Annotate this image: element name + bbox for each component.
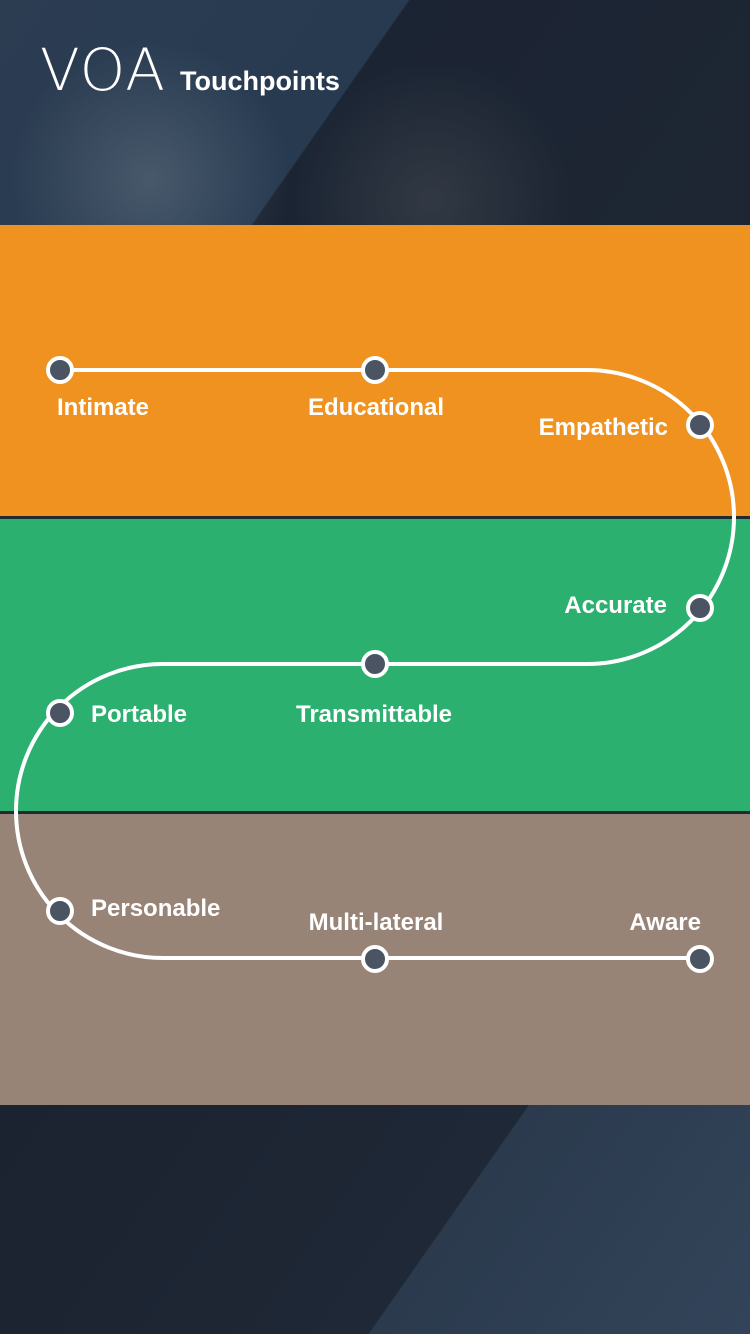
touchpoint-node-portable xyxy=(46,699,74,727)
label-multi-lateral: Multi-lateral xyxy=(308,909,444,936)
label-personable: Personable xyxy=(91,895,221,922)
divider xyxy=(0,516,750,519)
touchpoint-node-multi-lateral xyxy=(361,945,389,973)
touchpoint-node-aware xyxy=(686,945,714,973)
page-title: VOA Touchpoints xyxy=(40,36,340,104)
title-text: Touchpoints xyxy=(179,66,340,96)
brand-logo: VOA xyxy=(40,36,166,104)
touchpoint-node-intimate xyxy=(46,356,74,384)
label-empathetic: Empathetic xyxy=(538,414,668,441)
footer-background xyxy=(0,1105,750,1334)
touchpoint-node-transmittable xyxy=(361,650,389,678)
touchpoint-node-educational xyxy=(361,356,389,384)
label-aware: Aware xyxy=(629,909,701,936)
header-background xyxy=(0,0,750,225)
touchpoint-node-personable xyxy=(46,897,74,925)
label-intimate: Intimate xyxy=(57,394,150,421)
divider xyxy=(0,811,750,814)
touchpoint-node-empathetic xyxy=(686,411,714,439)
label-transmittable: Transmittable xyxy=(295,701,453,728)
label-educational: Educational xyxy=(307,394,445,421)
touchpoint-node-accurate xyxy=(686,594,714,622)
label-portable: Portable xyxy=(91,701,188,728)
label-accurate: Accurate xyxy=(564,592,667,619)
